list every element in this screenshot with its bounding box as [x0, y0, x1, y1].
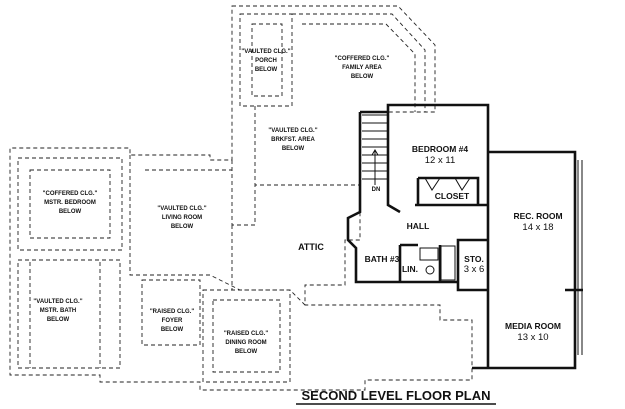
porch-note: "VAULTED CLG." PORCH BELOW: [241, 49, 290, 73]
closet-walls: [416, 176, 480, 205]
rec-room-name: REC. ROOM: [513, 211, 562, 221]
note-line2: MSTR. BATH: [40, 308, 77, 314]
stair-label: DN: [372, 187, 381, 193]
living-space-walls: [346, 103, 577, 370]
note-line3: BELOW: [161, 327, 184, 333]
note-line1: "COFFERED CLG.": [335, 56, 390, 62]
note-line2: DINING ROOM: [225, 340, 266, 346]
vanity: [419, 247, 439, 261]
foyer-note: "RAISED CLG." FOYER BELOW: [150, 309, 195, 333]
mstr-bath-note: "VAULTED CLG." MSTR. BATH BELOW: [33, 299, 82, 323]
dining-room-ceiling-outline: [202, 289, 291, 383]
family-area-ceiling-outline: [292, 13, 426, 112]
note-line3: BELOW: [171, 224, 194, 230]
brkfst-ceiling-outline: [231, 106, 360, 226]
porch-ceiling-outline: [239, 13, 293, 107]
stair: [362, 114, 388, 185]
tub: [440, 245, 456, 281]
note-line3: BELOW: [282, 146, 305, 152]
note-line1: "VAULTED CLG.": [268, 128, 317, 134]
mstr-bedroom-note: "COFFERED CLG." MSTR. BEDROOM BELOW: [43, 191, 98, 215]
note-line2: LIVING ROOM: [162, 215, 202, 221]
note-line3: BELOW: [47, 317, 70, 323]
bath3-name: BATH #3: [365, 254, 400, 264]
media-room-name: MEDIA ROOM: [505, 321, 561, 331]
dining-room-note: "RAISED CLG." DINING ROOM BELOW: [224, 331, 269, 355]
plan-title: SECOND LEVEL FLOOR PLAN: [302, 388, 491, 403]
note-line3: BELOW: [255, 67, 278, 73]
attic-label: ATTIC: [298, 242, 324, 252]
note-line2: PORCH: [255, 58, 277, 64]
bedroom4-name: BEDROOM #4: [412, 144, 468, 154]
note-line1: "VAULTED CLG.": [241, 49, 290, 55]
attic-outline: [9, 5, 473, 391]
rec-room-window: [577, 160, 583, 355]
note-line2: BRKFST. AREA: [271, 137, 315, 143]
note-line3: BELOW: [351, 74, 374, 80]
note-line3: BELOW: [59, 209, 82, 215]
living-room-note: "VAULTED CLG." LIVING ROOM BELOW: [157, 206, 206, 230]
foyer-ceiling-outline: [141, 279, 201, 346]
mstr-bath-ceiling-outline: [17, 259, 121, 369]
rec-room-size: 14 x 18: [522, 222, 553, 233]
sto-name: STO.: [464, 254, 484, 264]
sto-size: 3 x 6: [464, 264, 485, 275]
lin-name: LIN.: [402, 264, 418, 274]
note-line1: "RAISED CLG.": [224, 331, 269, 337]
brkfst-note: "VAULTED CLG." BRKFST. AREA BELOW: [268, 128, 317, 152]
note-line2: FAMILY AREA: [342, 65, 382, 71]
note-line1: "VAULTED CLG.": [33, 299, 82, 305]
family-area-note: "COFFERED CLG." FAMILY AREA BELOW: [335, 56, 390, 80]
closet-doors: [424, 177, 471, 191]
note-line1: "RAISED CLG.": [150, 309, 195, 315]
closet-name: CLOSET: [435, 191, 470, 201]
note-line3: BELOW: [235, 349, 258, 355]
note-line2: FOYER: [162, 318, 183, 324]
note-line1: "COFFERED CLG.": [43, 191, 98, 197]
bedroom4-size: 12 x 11: [425, 155, 455, 166]
media-room-size: 13 x 10: [517, 332, 548, 343]
note-line2: MSTR. BEDROOM: [44, 200, 96, 206]
hall-name: HALL: [407, 221, 430, 231]
note-line1: "VAULTED CLG.": [157, 206, 206, 212]
toilet: [425, 265, 435, 275]
mstr-bedroom-ceiling-outline: [17, 157, 123, 251]
living-room-ceiling-outline: [129, 155, 306, 306]
